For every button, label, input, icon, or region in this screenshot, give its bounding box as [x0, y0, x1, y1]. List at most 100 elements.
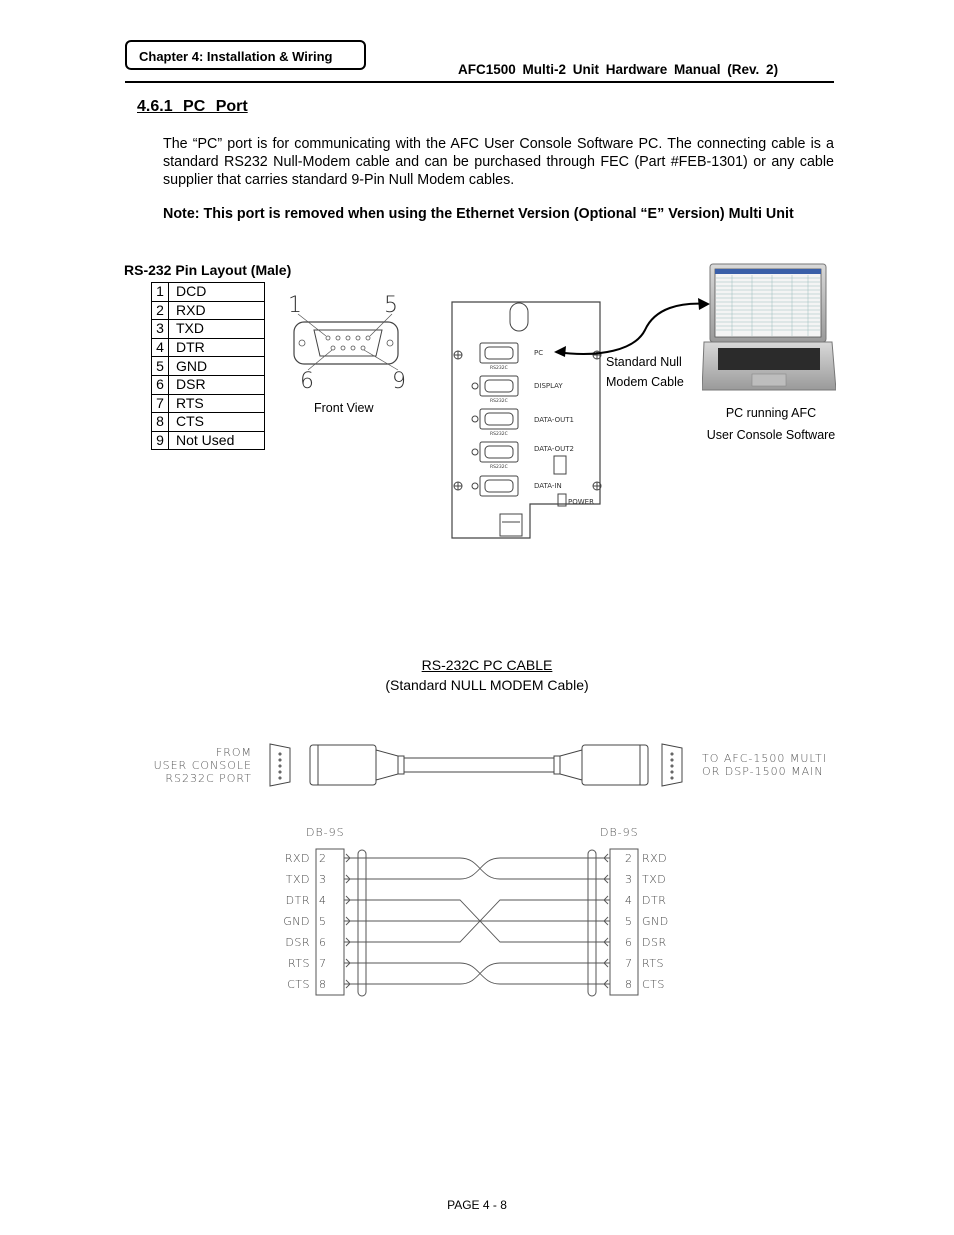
right-signal-label: RTS — [642, 957, 664, 970]
pin-number: 8 — [151, 412, 169, 432]
pc-caption: PC running AFC User Console Software — [686, 402, 856, 446]
header-divider — [125, 81, 834, 83]
pin-number: 7 — [151, 393, 169, 414]
cable-shapes — [269, 743, 683, 787]
left-signal-label: GND — [283, 915, 310, 928]
right-signal-label: CTS — [642, 978, 665, 991]
laptop-image — [702, 263, 836, 391]
connector-bodies — [315, 848, 639, 997]
pin-number: 6 — [151, 374, 169, 395]
unit-front-panel: PC DISPLAY DATA-OUT1 DATA-OUT2 DATA-IN P… — [451, 301, 602, 539]
left-pin-number: 8 — [319, 978, 326, 991]
connector-pins — [325, 335, 371, 351]
panel-port-connectors — [453, 342, 602, 537]
from-label-line1: FROM — [216, 746, 252, 759]
pin-number: 9 — [151, 430, 169, 451]
port-label-data-out1: DATA-OUT1 — [534, 416, 574, 424]
right-pin-numbers: 2 3 4 5 6 7 8 — [625, 852, 632, 991]
cable-drawing: FROM USER CONSOLE RS232C PORT TO AFC-150… — [154, 743, 827, 787]
section-title: 4.6.1 PC Port — [137, 98, 248, 115]
cable-callout-line1: Standard Null — [606, 355, 682, 369]
pin-5-label: 5 — [384, 293, 398, 318]
pin-layout-title: RS-232 Pin Layout (Male) — [124, 262, 292, 278]
right-pin-number: 7 — [625, 957, 632, 970]
pin-9-label: 9 — [392, 369, 406, 392]
pin-signal: CTS — [168, 412, 265, 432]
port-label-pc: PC — [534, 349, 543, 357]
ethernet-note: Note: This port is removed when using th… — [163, 206, 794, 222]
connector-d-shape — [313, 329, 383, 357]
manual-title: AFC1500 Multi-2 Unit Hardware Manual (Re… — [458, 62, 779, 77]
screen-table-lines — [716, 275, 820, 336]
port-sublabel: RS232C — [490, 431, 508, 437]
pin-number: 5 — [151, 356, 169, 376]
left-pin-number: 5 — [319, 915, 326, 928]
port-label-display: DISPLAY — [534, 382, 563, 390]
left-signal-label: TXD — [286, 873, 310, 886]
page-number: PAGE 4 - 8 — [447, 1198, 507, 1212]
intro-paragraph: The “PC” port is for communicating with … — [163, 136, 834, 189]
right-pin-number: 4 — [625, 894, 632, 907]
cable-diagram-caption: RS-232C PC CABLE (Standard NULL MODEM Ca… — [287, 655, 687, 695]
right-pin-number: 3 — [625, 873, 632, 886]
right-connector-label: DB-9S — [600, 826, 639, 839]
cable-diagram-subtitle: (Standard NULL MODEM Cable) — [385, 677, 589, 693]
pin-number: 4 — [151, 337, 169, 358]
wiring-lines — [344, 853, 610, 989]
to-label-line1: TO AFC-1500 MULTI — [702, 752, 827, 765]
right-pin-number: 8 — [625, 978, 632, 991]
left-pin-number: 2 — [319, 852, 326, 865]
pin-signal: GND — [168, 356, 265, 376]
pin-signal: Not Used — [168, 430, 265, 451]
power-label: POWER — [568, 498, 594, 506]
port-label-data-out2: DATA-OUT2 — [534, 445, 574, 453]
pin-number: 1 — [151, 282, 169, 302]
left-pin-number: 4 — [319, 894, 326, 907]
cable-callout-text: Standard Null Modem Cable — [606, 352, 684, 392]
port-sublabel: RS232C — [490, 464, 508, 470]
port-sublabel: RS232C — [490, 365, 508, 371]
left-pin-number: 3 — [319, 873, 326, 886]
cable-callout-arrow — [554, 298, 710, 357]
panel-port-labels: PC DISPLAY DATA-OUT1 DATA-OUT2 DATA-IN P… — [534, 349, 594, 506]
front-view-label: Front View — [314, 401, 374, 415]
left-signal-label: DTR — [286, 894, 310, 907]
port-sublabels: RS232C RS232C RS232C RS232C — [490, 365, 508, 470]
cable-diagram-title: RS-232C PC CABLE — [421, 657, 553, 673]
right-signal-label: DTR — [642, 894, 666, 907]
cable-from-label: FROM USER CONSOLE RS232C PORT — [154, 746, 252, 785]
cable-to-label: TO AFC-1500 MULTI OR DSP-1500 MAIN — [702, 752, 827, 778]
left-signal-label: CTS — [287, 978, 310, 991]
pin-signal: RXD — [168, 300, 265, 321]
right-pin-number: 6 — [625, 936, 632, 949]
left-pin-number: 7 — [319, 957, 326, 970]
pin-number: 3 — [151, 319, 169, 339]
connector-shell — [293, 321, 399, 365]
pin-signal: RTS — [168, 393, 265, 414]
pin-signal: TXD — [168, 319, 265, 339]
wiring-labels: DB-9S DB-9S — [306, 826, 639, 839]
port-sublabel: RS232C — [490, 398, 508, 404]
right-pin-number: 5 — [625, 915, 632, 928]
pin-signal: DTR — [168, 337, 265, 358]
right-pin-number: 2 — [625, 852, 632, 865]
left-connector-label: DB-9S — [306, 826, 345, 839]
right-signal-label: GND — [642, 915, 669, 928]
pc-caption-line1: PC running AFC — [725, 406, 817, 420]
cable-callout-line2: Modem Cable — [606, 375, 684, 389]
port-label-data-in: DATA-IN — [534, 482, 562, 490]
right-signal-label: RXD — [642, 852, 667, 865]
db9-front-view-diagram: 1 5 6 9 — [288, 293, 406, 392]
chapter-label: Chapter 4: Installation & Wiring — [125, 40, 366, 70]
from-label-line3: RS232C PORT — [165, 772, 252, 785]
